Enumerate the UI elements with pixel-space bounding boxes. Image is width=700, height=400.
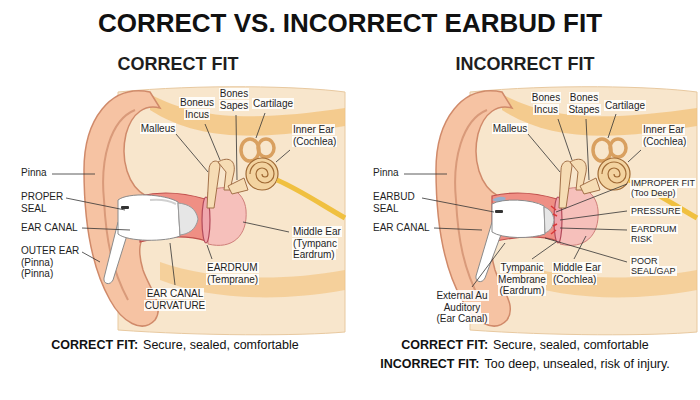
ear-cross-section [84,87,345,335]
label-slot: Malleus [133,123,183,135]
leader-line [560,228,627,230]
caption-row: CORRECT FIT: Secure, sealed, comfortable [350,338,700,352]
part-label: Cartilage [604,100,646,111]
leader-lines [52,113,290,285]
label-slot: OUTER EAR (Pinna) (Pinna) [20,245,82,280]
label-slot: Boneus Incus [177,97,217,120]
part-label: External Au Auditory (Ear Canal) [435,290,488,324]
leader-line [236,115,237,180]
label-slot: External Au Auditory (Ear Canal) [434,290,490,325]
leader-line [205,124,220,160]
part-label: EAR CANAL [20,222,79,233]
label-slot: Cartilage [252,98,302,110]
part-label: Cartilage [252,98,294,109]
panel-heading: INCORRECT FIT [455,54,596,74]
label-slot: INCORRECT FIT [415,54,635,75]
part-label: Bones Incus [531,92,561,115]
leader-line [207,245,212,259]
leader-line [170,243,175,285]
label-slot: Tympanic Membrane (Eardrum) [496,262,548,297]
part-label: Malleus [492,123,528,134]
part-label: Pinna [372,167,400,178]
part-label: EAR CANAL [372,222,431,233]
leader-line [556,184,627,212]
leader-line [82,252,100,262]
leader-line [586,119,589,180]
leader-line [628,150,641,162]
label-slot: EARDRUM RISK [630,224,690,245]
label-slot: IMPROPER FIT (Too Deep) [630,178,696,199]
leader-line [608,114,616,138]
warning-label: POOR SEAL/GAP [630,256,677,276]
leader-line [256,113,265,138]
leader-line [532,242,556,259]
leader-line [558,119,572,160]
warning-label: EARDRUM RISK [630,224,678,244]
label-slot: EAR CANAL [20,222,82,234]
caption-text: Secure, sealed, comfortable [143,338,299,352]
leader-line [276,150,290,162]
caption-text: Too deep, unsealed, risk of injury. [485,357,670,371]
label-slot: POOR SEAL/GAP [630,256,686,277]
leader-line [82,228,130,230]
label-slot: EAR CANAL CURVATURE [140,288,210,311]
part-label: Tympanic Membrane (Eardrum) [497,262,547,296]
part-label: Malleus [140,123,176,134]
part-label: Inner Ear (Cochlea) [292,124,337,147]
part-label: Middle Ear (Cochlea) [552,262,602,285]
part-label: Middle Ear (Tympanc Eardrum) [292,226,342,260]
part-label: Boneus Incus [179,97,215,120]
label-slot: Bones Stapes [565,92,603,115]
label-slot: Inner Ear (Cochlea) [292,124,344,147]
label-slot: CORRECT FIT [68,54,288,75]
caption-lead: CORRECT FIT: [51,338,138,352]
part-label: Pinna [20,167,48,178]
caption-row: INCORRECT FIT: Too deep, unsealed, risk o… [350,357,700,371]
leader-line [52,174,95,175]
title-box: CORRECT VS. INCORRECT EARBUD FIT [0,8,700,39]
label-slot: Middle Ear (Tympanc Eardrum) [292,226,344,261]
part-label: PROPER SEAL [20,191,64,214]
label-slot: Malleus [485,123,535,135]
leader-line [243,222,289,232]
leader-line [545,238,627,262]
label-slot: EARBUD SEAL [372,191,424,214]
label-slot: Middle Ear (Cochlea) [552,262,604,285]
label-slot: PROPER SEAL [20,191,68,214]
caption-text: Secure, sealed, comfortable [493,338,649,352]
leader-line [528,134,560,172]
leader-line [560,211,627,220]
caption-row: CORRECT FIT: Secure, sealed, comfortable [0,338,350,352]
label-slot: Pinna [372,167,412,179]
part-label: EAR CANAL CURVATURE [144,288,207,311]
leader-line [176,134,208,172]
part-label: Inner Ear (Cochlea) [642,124,687,147]
ear-cross-section [436,87,697,335]
caption-lead: CORRECT FIT: [401,338,488,352]
leader-line [574,236,586,259]
diagram-title: CORRECT VS. INCORRECT EARBUD FIT [98,8,602,38]
warning-label: PRESSURE [630,206,682,216]
warning-label: IMPROPER FIT (Too Deep) [630,178,696,198]
part-label: Bones Sapes [219,88,249,111]
label-slot: PRESSURE [630,206,696,216]
label-slot: Cartilage [604,100,654,112]
caption-lead: INCORRECT FIT: [380,357,479,371]
leader-line [434,228,482,230]
leader-line [422,198,494,212]
leader-line [66,198,125,210]
panel-heading: CORRECT FIT [117,54,240,74]
part-label: EARBUD SEAL [372,191,416,214]
label-slot: Inner Ear (Cochlea) [642,124,694,147]
label-slot: EARDRUM (Temprane) [206,262,262,285]
label-slot: Bones Incus [528,92,564,115]
part-label: Bones Stapes [567,92,600,115]
leader-line [404,174,447,175]
part-label: EARDRUM (Temprane) [206,262,259,285]
part-label: OUTER EAR (Pinna) (Pinna) [20,245,80,279]
label-slot: EAR CANAL [372,222,434,234]
label-slot: Pinna [20,167,60,179]
label-slot: Bones Sapes [215,88,253,111]
